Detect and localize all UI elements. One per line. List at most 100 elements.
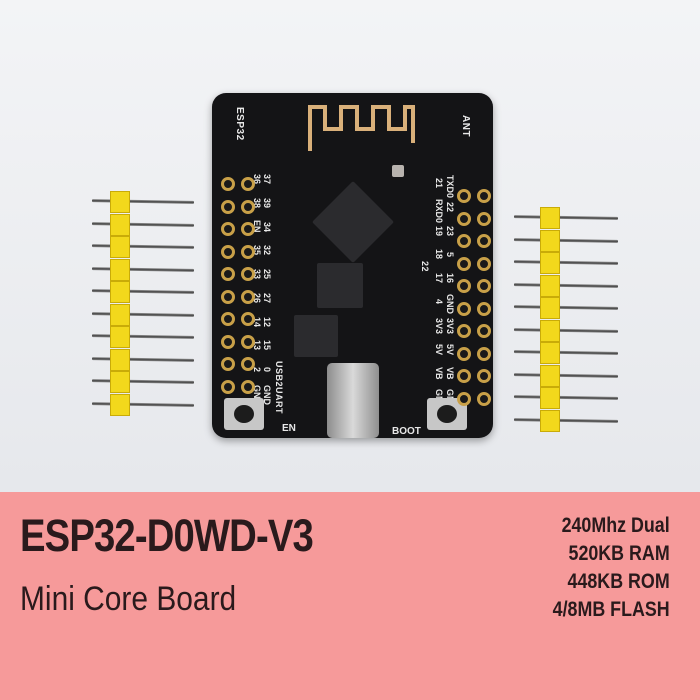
pin-hole	[477, 279, 491, 293]
pin-label: 15	[262, 340, 272, 351]
right-inner-pin-labels: 21RXD019181743V35VVBGND	[434, 175, 444, 409]
product-subtitle: Mini Core Board	[20, 580, 237, 618]
header-pin	[91, 334, 195, 339]
spec-list: 240Mhz Dual 520KB RAM 448KB ROM 4/8MB FL…	[532, 512, 670, 624]
pin-label: 36	[252, 173, 262, 184]
pin-hole	[477, 324, 491, 338]
pin-label: GND	[252, 384, 262, 405]
pin-hole	[457, 234, 471, 248]
header-pin	[513, 350, 619, 355]
pin-hole	[241, 289, 255, 304]
header-plastic	[540, 342, 560, 364]
pin-hole	[221, 312, 235, 326]
spec-cpu: 240Mhz Dual	[561, 514, 670, 537]
boot-label: BOOT	[392, 426, 421, 437]
header-pin	[513, 282, 619, 288]
right-outer-pin-labels: TXD02223516GND3V35VVBGND	[445, 175, 455, 409]
header-pin	[513, 417, 619, 423]
pin-hole	[477, 189, 491, 203]
pin-hole	[221, 267, 235, 281]
header-plastic	[540, 297, 560, 319]
pin-hole	[477, 346, 491, 361]
header-pin	[91, 199, 195, 204]
pin-hole	[241, 177, 255, 191]
pin-label: RXD0	[434, 198, 444, 223]
pin-label: 5V	[445, 343, 455, 355]
pin-hole	[457, 279, 471, 293]
pin-label: 18	[434, 249, 444, 260]
pin-label: 3V3	[434, 317, 444, 334]
pin-hole	[241, 244, 255, 259]
header-plastic	[110, 236, 130, 258]
header-pin	[91, 289, 195, 294]
header-plastic	[540, 207, 560, 229]
header-pin	[91, 311, 195, 317]
spec-flash: 4/8MB FLASH	[552, 598, 670, 621]
product-banner: ESP32-D0WD-V3 Mini Core Board 240Mhz Dua…	[0, 492, 700, 700]
pin-label: 14	[252, 316, 262, 327]
pin-label: 27	[262, 292, 272, 303]
header-plastic	[540, 319, 560, 342]
pin-hole	[241, 222, 255, 236]
pin-hole	[457, 256, 471, 271]
pin-hole	[457, 369, 471, 383]
pin-hole	[457, 346, 471, 361]
pin-hole	[241, 267, 255, 281]
pin-label: 19	[434, 225, 444, 236]
pin-label: 22	[445, 201, 455, 212]
pin-hole	[221, 199, 235, 214]
header-pin	[91, 221, 195, 227]
pin-hole	[241, 199, 255, 214]
usb-uart-chip	[294, 315, 338, 357]
header-plastic	[110, 213, 130, 236]
pin-label: 16	[445, 273, 455, 284]
header-plastic	[110, 393, 130, 416]
esp32-chip	[311, 180, 395, 264]
header-plastic	[110, 348, 130, 371]
pin-hole	[457, 391, 471, 406]
pin-label: GND	[445, 293, 455, 314]
header-pin	[91, 266, 195, 272]
pin-label: 38	[252, 197, 262, 208]
header-pin	[513, 395, 619, 400]
pin-hole	[477, 211, 491, 226]
pin-hole	[241, 334, 255, 349]
flash-chip	[317, 263, 363, 308]
pin-label: EN	[252, 220, 262, 233]
en-label: EN	[282, 423, 296, 434]
pin-hole	[477, 234, 491, 248]
board-title-label: ESP32	[234, 107, 245, 141]
header-plastic	[110, 281, 130, 303]
usb-c-port[interactable]	[327, 363, 379, 438]
pin-label: TXD0	[445, 175, 455, 199]
pin-label: 34	[262, 221, 272, 232]
spec-rom: 448KB ROM	[567, 570, 670, 593]
pcb-antenna	[308, 105, 415, 151]
header-plastic	[540, 387, 560, 409]
antenna-label: ANT	[460, 115, 471, 138]
header-plastic	[540, 364, 560, 387]
header-pin	[513, 305, 619, 310]
pin-label: 13	[252, 340, 262, 351]
spec-ram: 520KB RAM	[568, 542, 670, 565]
product-title: ESP32-D0WD-V3	[20, 510, 314, 561]
header-pin	[91, 401, 195, 407]
header-plastic	[110, 326, 130, 348]
pin-label: 4	[434, 299, 444, 305]
header-pin	[513, 327, 619, 333]
en-button[interactable]	[224, 398, 264, 430]
pin-hole	[221, 289, 235, 304]
pin-hole	[477, 256, 491, 271]
pin-label: 33	[252, 269, 262, 280]
pin-hole	[457, 211, 471, 226]
usb2uart-label: USB2UART	[274, 361, 284, 415]
header-pin	[91, 379, 195, 384]
pin-label: 39	[262, 197, 272, 208]
header-pin	[513, 237, 619, 243]
pin-hole	[457, 324, 471, 338]
pin-hole	[457, 189, 471, 203]
